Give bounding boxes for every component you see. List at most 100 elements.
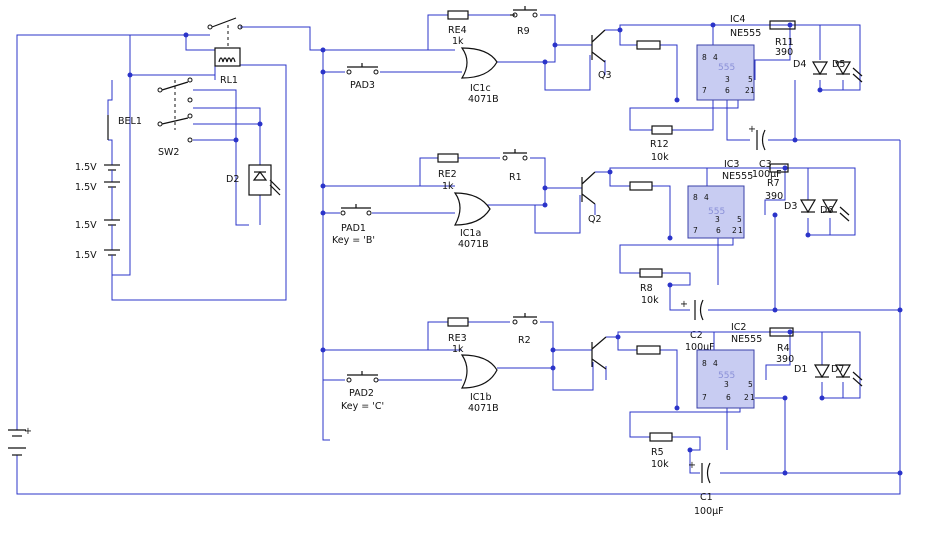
svg-text:IC4: IC4: [730, 14, 745, 25]
svg-text:RE4: RE4: [448, 25, 467, 36]
svg-text:NE555: NE555: [731, 334, 762, 345]
svg-text:R5: R5: [651, 447, 664, 458]
transistor-q3: Q3: [591, 29, 612, 81]
svg-text:4071B: 4071B: [468, 94, 499, 105]
svg-text:IC1a: IC1a: [460, 228, 481, 239]
svg-text:390: 390: [776, 354, 794, 365]
svg-text:+: +: [748, 124, 756, 135]
svg-text:2: 2: [732, 226, 737, 235]
svg-text:R11: R11: [775, 37, 794, 48]
gate-ic1a: IC1a 4071B: [453, 192, 491, 250]
resistor-re3: RE3 1k: [447, 317, 469, 355]
led-d4: D4: [793, 59, 829, 76]
svg-text:D3: D3: [784, 201, 797, 212]
svg-text:10k: 10k: [641, 295, 659, 306]
svg-text:RE3: RE3: [448, 333, 467, 344]
svg-text:5: 5: [748, 75, 753, 84]
svg-text:R2: R2: [518, 335, 531, 346]
svg-text:8: 8: [693, 193, 698, 202]
svg-text:5: 5: [737, 215, 742, 224]
junctions-right: [542, 22, 903, 476]
svg-text:100µF: 100µF: [694, 506, 724, 517]
svg-text:1k: 1k: [452, 344, 464, 355]
svg-text:100µF: 100µF: [685, 342, 715, 353]
svg-text:6: 6: [716, 226, 721, 235]
gate-ic1b: IC1b 4071B: [460, 354, 499, 414]
svg-text:1: 1: [750, 86, 755, 95]
svg-text:5: 5: [748, 380, 753, 389]
svg-text:IC1c: IC1c: [470, 83, 491, 94]
led-d3: D3: [784, 199, 817, 214]
button-r9[interactable]: R9: [510, 6, 538, 37]
svg-text:Q3: Q3: [598, 70, 612, 81]
svg-text:3: 3: [725, 75, 730, 84]
stage-top: [323, 14, 900, 141]
svg-text:4: 4: [713, 53, 718, 62]
svg-text:7: 7: [702, 86, 707, 95]
svg-text:PAD3: PAD3: [350, 80, 375, 91]
svg-text:R1: R1: [509, 172, 522, 183]
svg-text:555: 555: [718, 63, 735, 73]
resistor-r12: R12 10k: [650, 125, 673, 163]
svg-text:1.5V: 1.5V: [75, 220, 97, 231]
svg-text:C2: C2: [690, 330, 703, 341]
svg-text:1.5V: 1.5V: [75, 162, 97, 173]
svg-text:+: +: [24, 426, 32, 437]
switch-sw2: SW2: [157, 77, 193, 158]
led-d6: D6: [820, 199, 850, 222]
led-d1: D1: [794, 364, 831, 379]
svg-text:BEL1: BEL1: [118, 116, 142, 127]
svg-text:R7: R7: [767, 178, 780, 189]
svg-text:R12: R12: [650, 139, 669, 150]
svg-text:C1: C1: [700, 492, 713, 503]
led-d5: D5: [832, 59, 863, 83]
stage-middle: [323, 157, 900, 311]
gate-ic1c: IC1c 4071B: [460, 47, 499, 105]
svg-text:D2: D2: [226, 174, 239, 185]
svg-text:R9: R9: [517, 26, 530, 37]
svg-text:7: 7: [702, 393, 707, 402]
svg-text:Key = 'C': Key = 'C': [341, 401, 384, 412]
pad1-button[interactable]: PAD1 Key = 'B': [332, 204, 375, 246]
capacitor-c3: + C3 100µF: [748, 124, 782, 180]
battery-main: +: [8, 426, 32, 456]
svg-text:NE555: NE555: [730, 28, 761, 39]
svg-text:R8: R8: [640, 283, 653, 294]
button-r2[interactable]: R2: [512, 313, 538, 346]
svg-text:D7: D7: [831, 364, 844, 375]
svg-text:4: 4: [713, 359, 718, 368]
svg-text:3: 3: [715, 215, 720, 224]
svg-text:4071B: 4071B: [458, 239, 489, 250]
transistor-q2: Q2: [581, 171, 602, 225]
svg-text:1: 1: [738, 226, 743, 235]
pad3-button[interactable]: PAD3: [346, 63, 379, 91]
resistor-r5: R5 10k: [649, 432, 673, 470]
svg-text:R4: R4: [777, 343, 790, 354]
svg-text:SW2: SW2: [158, 147, 179, 158]
svg-text:10k: 10k: [651, 152, 669, 163]
pad2-button[interactable]: PAD2 Key = 'C': [341, 371, 384, 412]
resistor-re2: RE2 1k: [437, 153, 459, 192]
main-supply-wires: [16, 26, 901, 495]
svg-text:100µF: 100µF: [752, 169, 782, 180]
svg-text:D6: D6: [820, 205, 833, 216]
svg-text:2: 2: [744, 393, 749, 402]
button-r1[interactable]: R1: [502, 149, 528, 183]
resistor-r11: R11 390: [769, 20, 796, 58]
svg-text:+: +: [680, 299, 688, 310]
svg-text:RE2: RE2: [438, 169, 457, 180]
svg-text:PAD1: PAD1: [341, 223, 366, 234]
svg-text:6: 6: [726, 393, 731, 402]
svg-text:1.5V: 1.5V: [75, 250, 97, 261]
led-d7: D7: [831, 364, 863, 387]
svg-text:8: 8: [702, 359, 707, 368]
svg-text:PAD2: PAD2: [349, 388, 374, 399]
battery-stack: 1.5V 1.5V 1.5V 1.5V: [75, 150, 120, 270]
svg-text:C3: C3: [759, 159, 772, 170]
svg-text:555: 555: [708, 207, 725, 217]
chip-ic2: 555 8 4 3 5 7 6 2 1 IC2 NE555: [696, 322, 762, 409]
svg-text:D5: D5: [832, 59, 845, 70]
chip-ic3: 555 8 4 3 5 7 6 2 1 IC3 NE555: [687, 159, 753, 239]
svg-text:1: 1: [750, 393, 755, 402]
resistor-r4: R4 390: [769, 327, 794, 365]
